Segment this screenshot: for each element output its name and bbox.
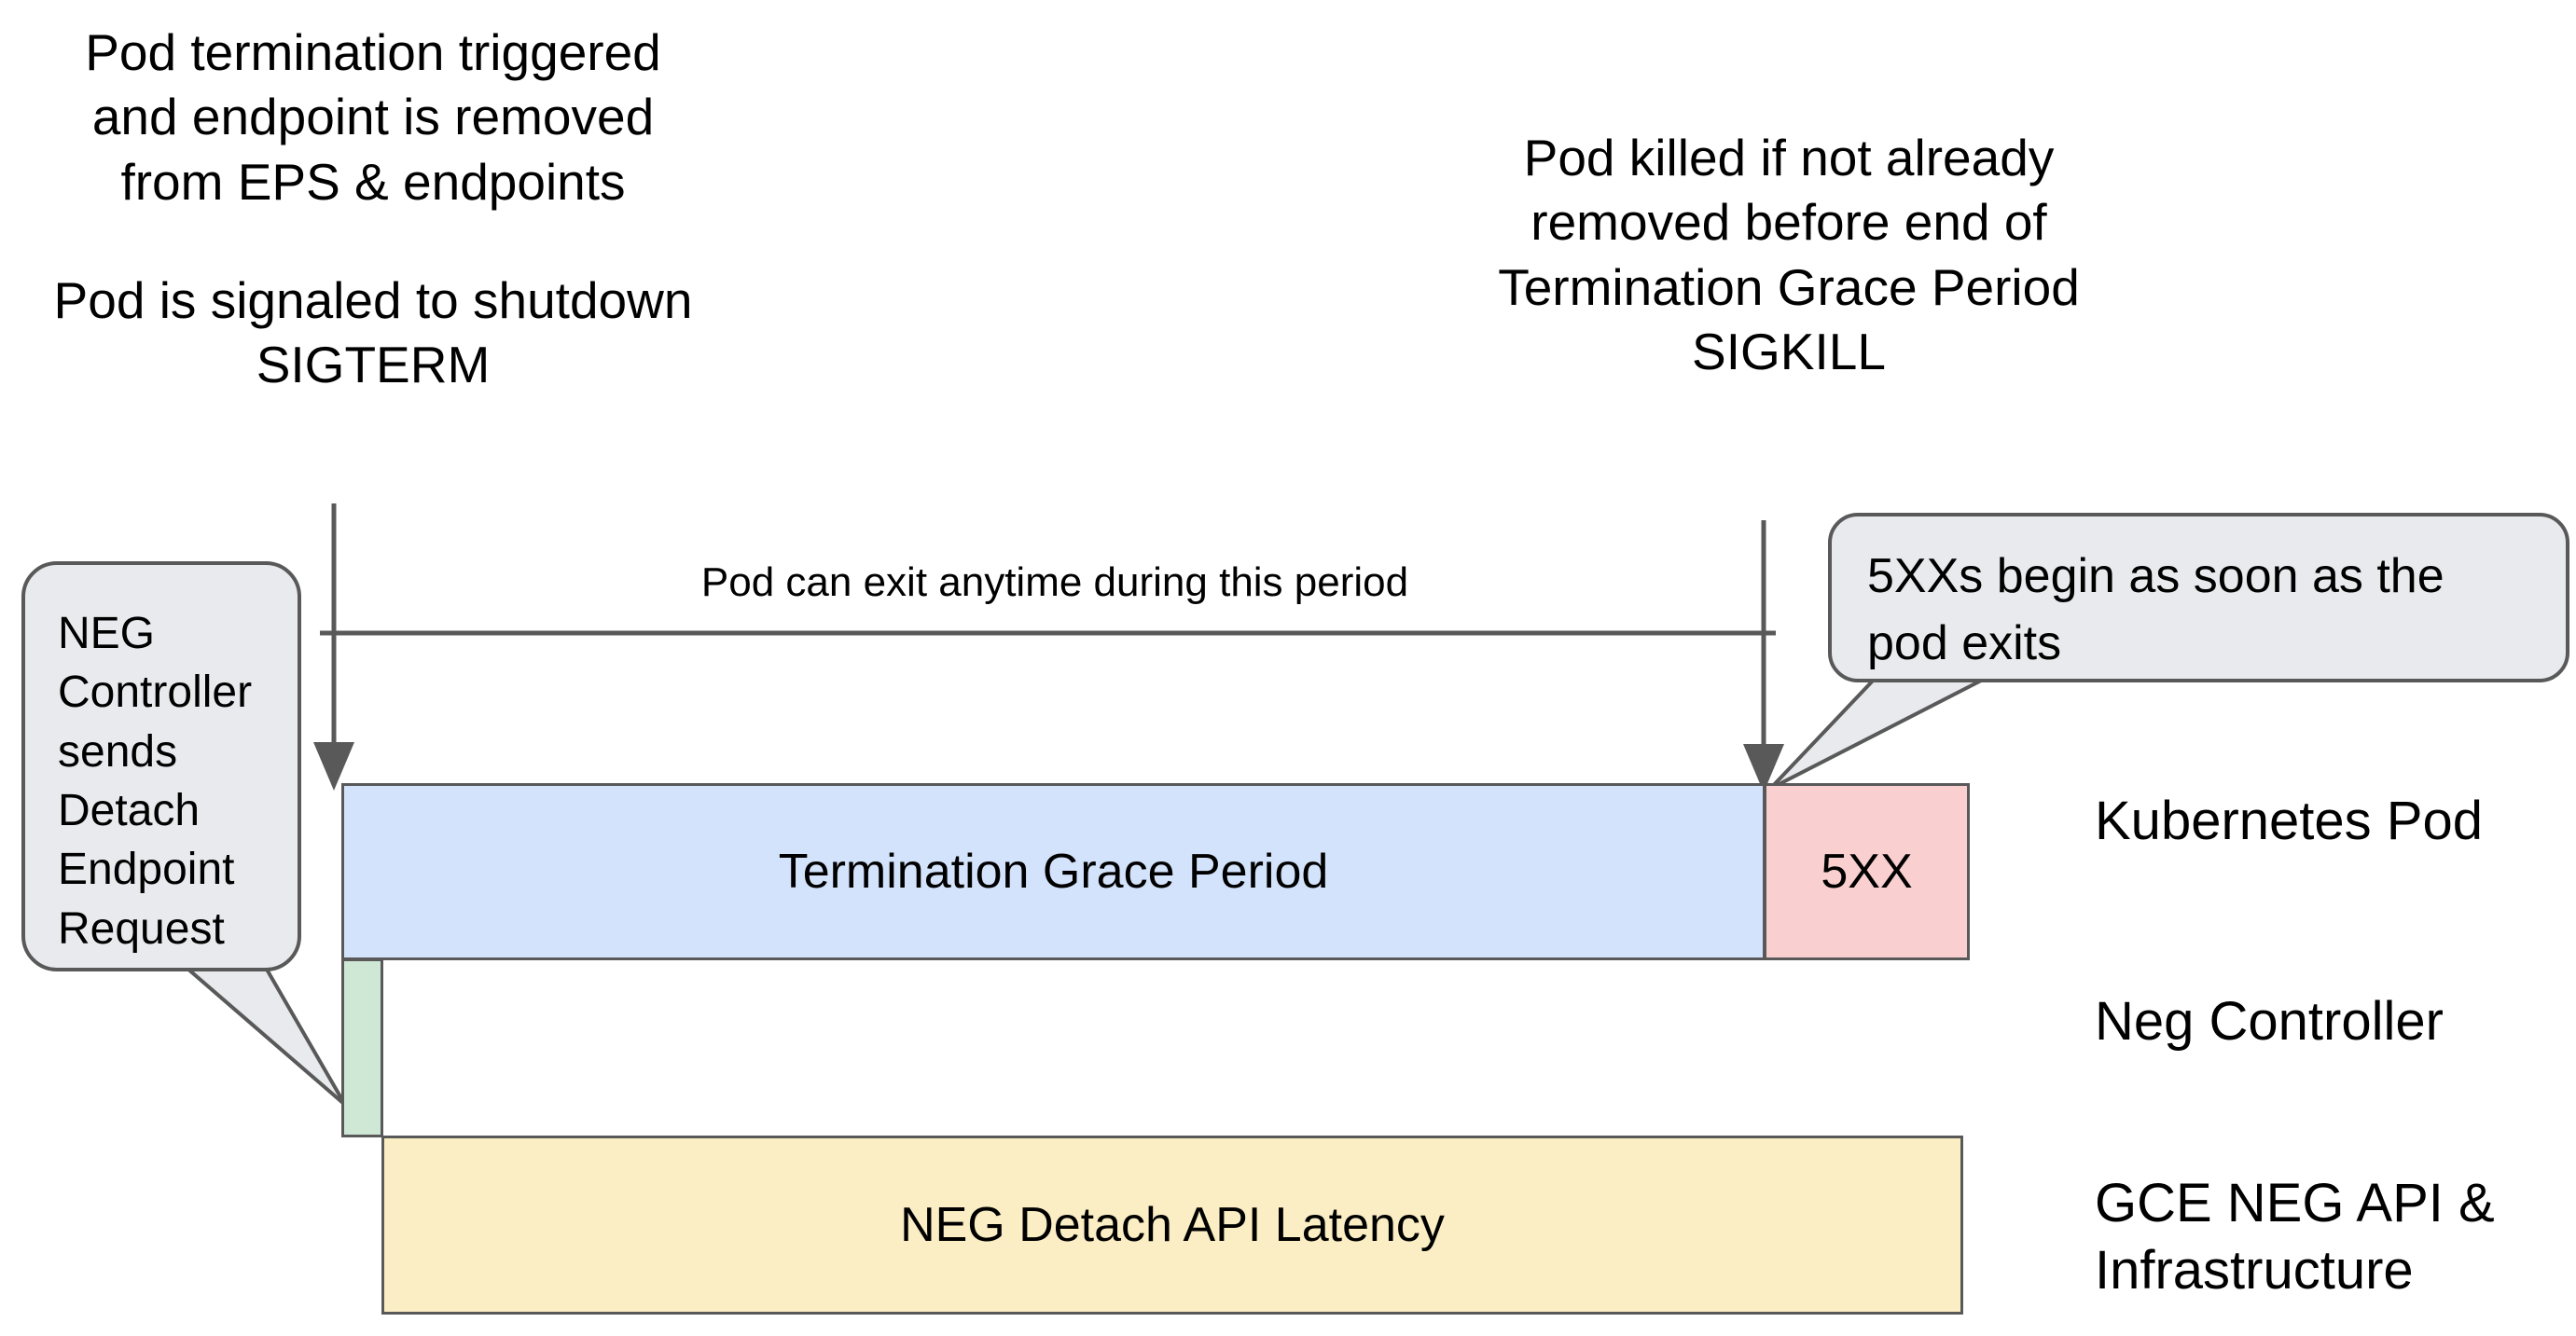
annotation-pod-killed-sigkill: Pod killed if not already removed before… — [1498, 129, 2080, 380]
bar-termination-grace-period: Termination Grace Period — [341, 783, 1766, 960]
callout-right-tail — [1768, 677, 1987, 791]
bar-neg-controller — [341, 958, 383, 1137]
bar-neg-detach-api-latency: NEG Detach API Latency — [381, 1136, 1963, 1315]
lane-label-gce-neg-api-infrastructure: GCE NEG API & Infrastructure — [2095, 1173, 2495, 1301]
callout-left-tail — [185, 966, 347, 1107]
lane-label-neg-controller: Neg Controller — [2095, 991, 2444, 1052]
annotation-pod-termination-triggered: Pod termination triggered and endpoint i… — [85, 23, 661, 211]
bar-termination-grace-period-label: Termination Grace Period — [778, 845, 1329, 899]
bar-error-5xx: 5XX — [1764, 783, 1970, 960]
bar-error-5xx-label: 5XX — [1821, 845, 1913, 899]
annotation-pod-signaled-sigterm: Pod is signaled to shutdown SIGTERM — [53, 271, 693, 394]
callout-right-label: 5XXs begin as soon as the pod exits — [1867, 549, 2444, 670]
lane-label-kubernetes-pod: Kubernetes Pod — [2095, 791, 2483, 851]
callout-left-label: NEG Controller sends Detach Endpoint Req… — [58, 609, 253, 954]
span-caption-pod-can-exit: Pod can exit anytime during this period — [700, 559, 1409, 605]
bar-neg-detach-api-latency-label: NEG Detach API Latency — [900, 1198, 1445, 1252]
